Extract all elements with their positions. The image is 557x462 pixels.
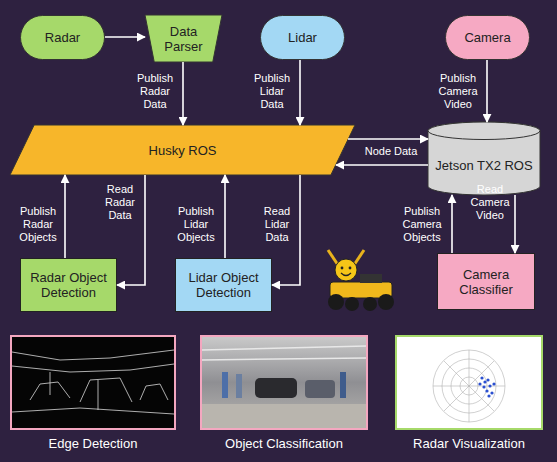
edge-label: Read Lidar Data [253,205,301,244]
connector-arrow [105,36,145,38]
radar-point [490,391,493,394]
connector-arrow [182,62,184,125]
node-label: Radar [39,30,86,45]
edge-line [12,350,174,360]
edge-line [140,384,168,400]
grid-spoke [444,361,494,411]
sensor-pill: Radar [20,15,105,60]
edge-label: Publish Radar Data [131,72,179,111]
edge-line [80,378,132,402]
node-label: Lidar [282,30,323,45]
image-background [12,337,174,428]
robot-wheel [363,297,377,311]
radar-point [480,376,483,379]
radar-point [486,378,489,381]
outline-shape [145,15,222,62]
robot-eye [349,267,352,270]
edge-label: Publish Camera Objects [398,205,446,244]
robot-wheel [345,297,359,311]
edge-line [12,408,174,414]
node-label: Data Parser [145,24,222,54]
radar-point [478,382,481,385]
edge-label: Publish Lidar Objects [172,205,220,244]
sensor-pill: Lidar [260,15,345,60]
connector-arrow [299,60,301,125]
node-label: Lidar Object Detection [176,270,271,300]
radar-point [482,385,485,388]
process-box: Camera Classifier [437,253,535,310]
polar-grid [433,350,505,422]
person-shape [236,374,242,398]
edge-label: Publish Lidar Data [248,72,296,111]
grid-spoke [444,361,494,411]
edge-label: Publish Radar Objects [14,205,62,244]
robot-smile [341,273,351,276]
image-caption: Edge Detection [2,436,184,451]
robot-sensor [360,274,382,283]
image-caption: Radar Visualization [387,436,551,451]
grid-ring [433,350,505,422]
edge-label: Node Data [359,145,423,158]
edge-detection-image [12,337,174,428]
connector-arrow [451,195,453,253]
floor-shape [202,404,366,428]
connector-arrow [348,138,428,140]
radar-visualization-image [397,337,541,428]
node-label: Husky ROS [143,143,223,158]
edge-line [12,364,174,372]
radar-point [485,389,488,392]
process-box: Lidar Object Detection [175,258,272,312]
edge-line [50,372,51,395]
node-label: Radar Object Detection [21,270,116,300]
node-label: Camera Classifier [438,267,534,297]
connector-arrow [336,164,428,166]
image-frame: Object Classification [200,335,368,430]
process-box: Radar Object Detection [20,258,117,312]
node-label: Jetson TX2 ROS [429,144,538,173]
edge-lines [12,350,174,414]
car-shape [255,378,297,398]
radar-point [488,384,491,387]
connector-arrow [224,175,226,258]
outline-shape [428,122,540,140]
image-frame: Edge Detection [10,335,176,430]
robot-eye [341,267,344,270]
object-classification-image [202,337,366,428]
connector-arrow [486,60,488,122]
radar-point [487,394,490,397]
image-background [397,337,541,428]
robot-illustration [328,250,394,311]
edge-line [98,380,99,410]
robot-wheel [378,294,394,310]
connector-arrow [64,175,66,258]
person-shape [222,372,228,398]
node-label: Camera [458,30,516,45]
edge-label: Read Camera Video [466,183,514,222]
ceiling-lines [202,346,366,360]
radar-point [483,380,486,383]
car-shape [305,380,335,398]
edge-label: Publish Camera Video [434,72,482,111]
edge-label: Read Radar Data [98,183,142,222]
sensor-pill: Camera [445,15,530,60]
ceiling-line [202,346,366,350]
radar-point [492,382,495,385]
connector-arrow [514,195,516,253]
image-frame: Radar Visualization [395,335,543,430]
parser-trapezoid: Data Parser [145,15,222,62]
ceiling-line [202,358,366,360]
image-background [202,337,366,428]
image-caption: Object Classification [192,436,376,451]
outline-shape [10,125,355,175]
person-shape [340,372,346,398]
radar-points [478,376,495,397]
ros-parallelogram: Husky ROS [10,125,355,175]
robot-face [335,259,357,281]
robot-wheel [328,294,344,310]
